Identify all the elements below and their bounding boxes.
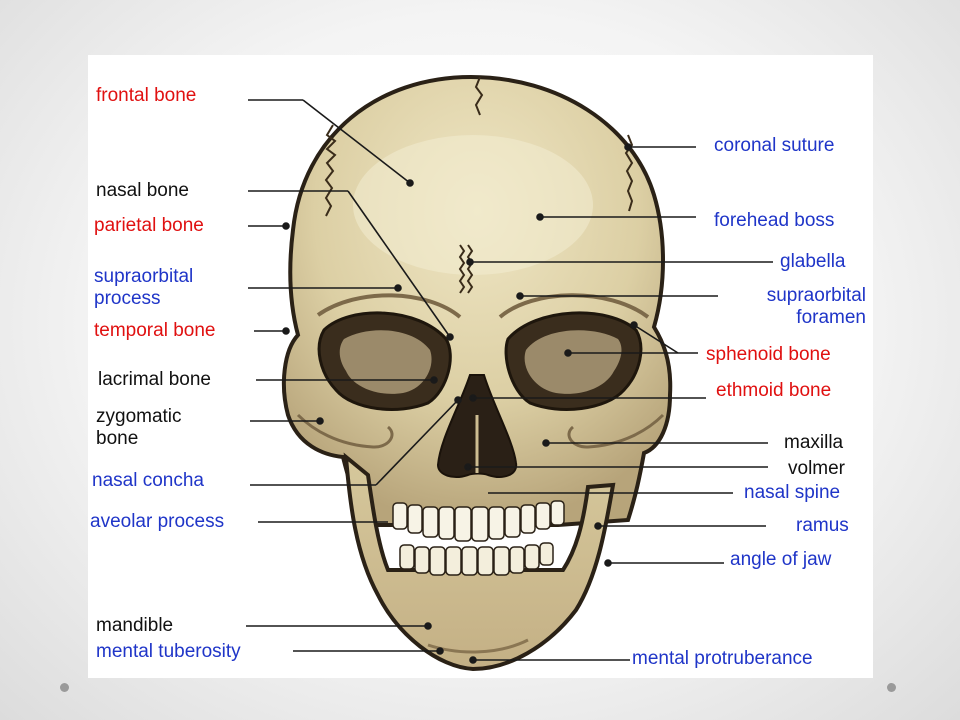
- forehead-highlight: [353, 135, 593, 275]
- leader-lines: [246, 99, 773, 664]
- upper-teeth: [392, 500, 565, 542]
- label-maxilla: maxilla: [784, 432, 844, 453]
- label-aveolar-process: aveolar process: [90, 511, 225, 532]
- label-forehead-boss: forehead boss: [714, 210, 835, 231]
- zygomatic-arch-left: [296, 413, 394, 449]
- label-mental-tuberosity: mental tuberosity: [96, 641, 241, 662]
- label-coronal-suture: coronal suture: [714, 135, 835, 156]
- label-zygomatic-bone: zygomatic bone: [96, 406, 182, 449]
- label-lacrimal-bone: lacrimal bone: [98, 369, 211, 390]
- label-mandible: mandible: [96, 615, 174, 636]
- label-parietal-bone: parietal bone: [94, 215, 204, 236]
- coronal-suture-line: [324, 124, 337, 217]
- label-frontal-bone: frontal bone: [96, 85, 197, 106]
- label-volmer: volmer: [788, 458, 846, 479]
- label-nasal-spine: nasal spine: [744, 482, 841, 503]
- skull-diagram-panel: frontal bone nasal bone parietal bone su…: [88, 55, 873, 678]
- label-supraorbital-process: supraorbital process: [94, 266, 194, 309]
- mandible-shape: [343, 452, 616, 672]
- zygomatic-arch-right: [567, 413, 665, 449]
- left-orbit-inner: [339, 330, 432, 394]
- label-angle-of-jaw: angle of jaw: [730, 549, 832, 570]
- label-nasal-concha: nasal concha: [92, 470, 204, 491]
- skull-illustration: [246, 74, 773, 672]
- label-ramus: ramus: [796, 515, 849, 536]
- slide-dot-left: [60, 683, 69, 692]
- lower-teeth: [399, 542, 554, 576]
- label-glabella: glabella: [780, 251, 846, 272]
- slide-dot-right: [887, 683, 896, 692]
- sagittal-suture-line: [474, 76, 484, 116]
- glabella-suture: [458, 244, 474, 294]
- label-nasal-bone: nasal bone: [96, 180, 189, 201]
- chin-ridge: [427, 638, 529, 654]
- label-ethmoid-bone: ethmoid bone: [716, 380, 832, 401]
- label-temporal-bone: temporal bone: [94, 320, 216, 341]
- right-orbit-inner: [524, 330, 622, 394]
- label-supraorbital-foramen: supraorbital foramen: [766, 285, 866, 328]
- label-mental-protruberance: mental protruberance: [632, 648, 813, 669]
- label-sphenoid-bone: sphenoid bone: [706, 344, 831, 365]
